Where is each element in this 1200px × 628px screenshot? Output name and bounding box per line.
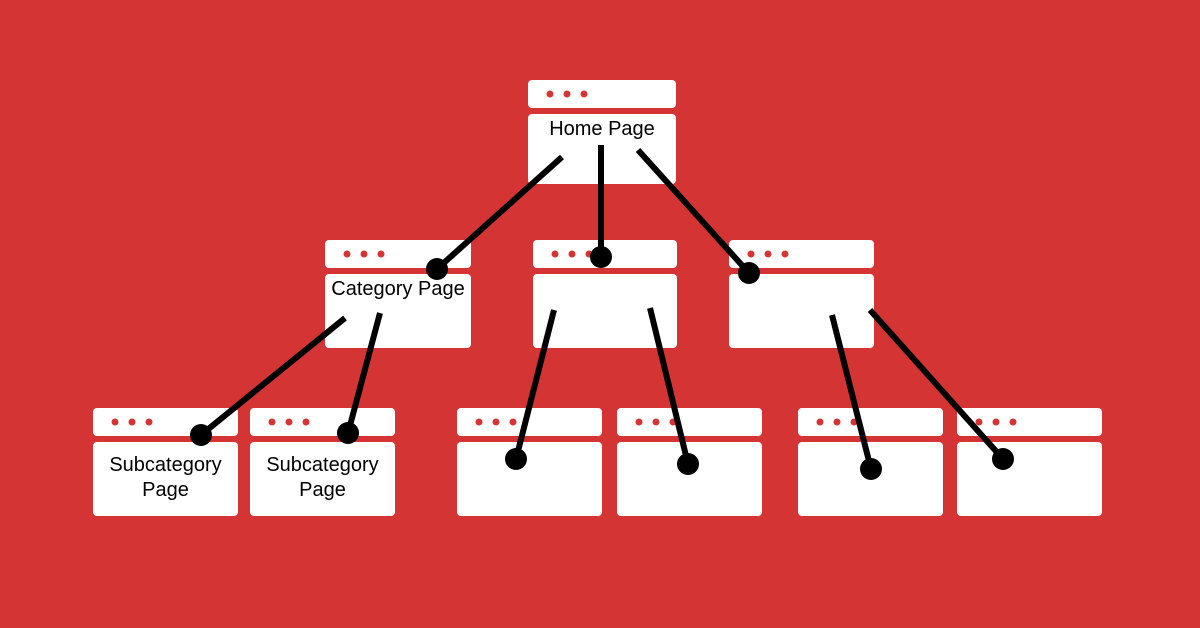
window-dot-minimize-icon[interactable] <box>360 250 368 258</box>
window-titlebar <box>798 408 943 436</box>
window-body <box>729 274 874 348</box>
window-dot-maximize-icon[interactable] <box>509 418 517 426</box>
connectors-layer <box>190 145 1014 480</box>
window-label: Category Page <box>331 278 464 300</box>
window-dot-minimize-icon[interactable] <box>764 250 772 258</box>
connector-line <box>345 312 383 434</box>
connector <box>867 308 1014 470</box>
connector-line <box>199 315 347 438</box>
window-label: Page <box>299 479 346 501</box>
window-dot-close-icon[interactable] <box>551 250 559 258</box>
connector-line <box>829 314 874 470</box>
window-dot-close-icon[interactable] <box>635 418 643 426</box>
connector <box>829 314 882 480</box>
window-dot-close-icon[interactable] <box>343 250 351 258</box>
window-titlebar <box>250 408 395 436</box>
connector-endpoint-node[interactable] <box>992 448 1014 470</box>
window-body <box>457 442 602 516</box>
window-dot-close-icon[interactable] <box>546 90 554 98</box>
window-dot-close-icon[interactable] <box>816 418 824 426</box>
window-dot-close-icon[interactable] <box>111 418 119 426</box>
window-body <box>617 442 762 516</box>
connector <box>426 154 565 280</box>
browser-window[interactable] <box>617 408 762 516</box>
window-dot-close-icon[interactable] <box>475 418 483 426</box>
connector <box>590 145 612 268</box>
window-dot-maximize-icon[interactable] <box>580 90 588 98</box>
window-body <box>533 274 677 348</box>
connector-endpoint-node[interactable] <box>590 246 612 268</box>
connector <box>190 315 347 446</box>
browser-window[interactable]: Home Page <box>528 80 676 184</box>
connector-endpoint-node[interactable] <box>677 453 699 475</box>
window-titlebar <box>617 408 762 436</box>
connector-line <box>434 154 565 272</box>
connector-endpoint-node[interactable] <box>860 458 882 480</box>
connector <box>505 309 557 470</box>
window-dot-minimize-icon[interactable] <box>128 418 136 426</box>
browser-window[interactable] <box>957 408 1102 516</box>
window-label: Home Page <box>549 118 655 140</box>
window-dot-close-icon[interactable] <box>747 250 755 258</box>
window-body <box>250 442 395 516</box>
connector-endpoint-node[interactable] <box>190 424 212 446</box>
connector-endpoint-node[interactable] <box>426 258 448 280</box>
window-dot-minimize-icon[interactable] <box>992 418 1000 426</box>
window-dot-maximize-icon[interactable] <box>302 418 310 426</box>
window-dot-minimize-icon[interactable] <box>833 418 841 426</box>
window-titlebar <box>528 80 676 108</box>
window-titlebar <box>457 408 602 436</box>
connector-line <box>513 309 557 460</box>
connector-endpoint-node[interactable] <box>337 422 359 444</box>
window-titlebar <box>957 408 1102 436</box>
connector-line <box>647 307 691 465</box>
window-label: Subcategory <box>266 454 378 476</box>
window-label: Page <box>142 479 189 501</box>
window-dot-minimize-icon[interactable] <box>492 418 500 426</box>
window-dot-minimize-icon[interactable] <box>563 90 571 98</box>
window-dot-maximize-icon[interactable] <box>781 250 789 258</box>
window-dot-maximize-icon[interactable] <box>1009 418 1017 426</box>
window-titlebar <box>729 240 874 268</box>
window-dot-close-icon[interactable] <box>975 418 983 426</box>
window-label: Subcategory <box>109 454 221 476</box>
window-dot-minimize-icon[interactable] <box>568 250 576 258</box>
browser-window[interactable] <box>457 408 602 516</box>
window-dot-minimize-icon[interactable] <box>652 418 660 426</box>
connector-line <box>635 147 752 276</box>
window-dot-minimize-icon[interactable] <box>285 418 293 426</box>
window-body <box>957 442 1102 516</box>
window-body <box>93 442 238 516</box>
connector-line <box>867 308 1006 461</box>
connector <box>647 307 699 475</box>
connector <box>337 312 383 444</box>
connector-endpoint-node[interactable] <box>738 262 760 284</box>
window-dot-maximize-icon[interactable] <box>145 418 153 426</box>
window-dot-maximize-icon[interactable] <box>377 250 385 258</box>
browser-window[interactable]: Category Page <box>325 240 471 348</box>
window-body <box>325 274 471 348</box>
browser-window[interactable] <box>729 240 874 348</box>
window-dot-close-icon[interactable] <box>268 418 276 426</box>
connector <box>635 147 760 284</box>
connector-endpoint-node[interactable] <box>505 448 527 470</box>
